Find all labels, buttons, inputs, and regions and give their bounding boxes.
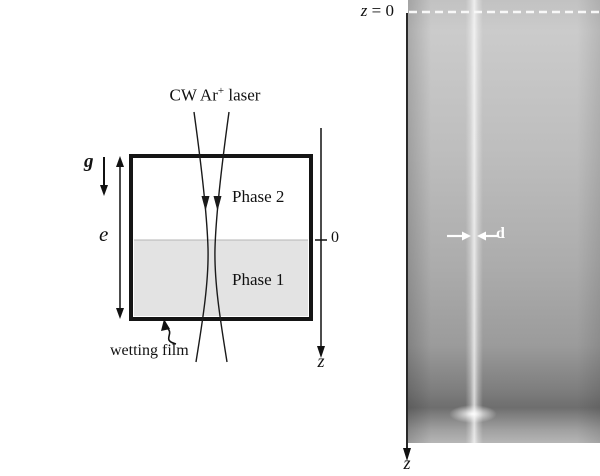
- interface-zero-label: 0: [331, 229, 339, 246]
- laser-beam-right-edge: [214, 111, 230, 363]
- beam-direction-arrow-right: [213, 196, 222, 211]
- laser-label: CW Ar+ laser: [130, 85, 300, 105]
- jet-photograph: [408, 0, 600, 443]
- photo-z-axis-arrow: [403, 448, 411, 461]
- wetting-film-pointer-arrow: [161, 319, 170, 331]
- photo-z-axis-label: z: [403, 453, 411, 473]
- photo-z-zero-label: z = 0: [328, 1, 394, 21]
- cell-thickness-label: e: [99, 222, 109, 246]
- laser-beam-left-edge: [193, 111, 209, 363]
- wetting-film-label: wetting film: [110, 342, 189, 359]
- schematic-z-axis-arrow: [317, 346, 325, 358]
- gravity-arrow-head: [100, 185, 108, 196]
- phase1-liquid-fill: [134, 240, 308, 316]
- phase2-label: Phase 2: [232, 187, 285, 206]
- photo-z-zero-eq: = 0: [367, 1, 394, 20]
- laser-label-prefix: CW Ar: [169, 85, 218, 105]
- phase1-label: Phase 1: [232, 270, 285, 289]
- photo-z-zero-var: z: [360, 1, 368, 20]
- schematic-z-axis-label: z: [317, 351, 325, 371]
- gravity-label: g: [84, 151, 94, 172]
- thickness-arrow-top: [116, 156, 124, 167]
- diameter-arrow-left-head: [462, 231, 471, 241]
- beam-direction-arrow-left: [201, 196, 210, 211]
- wetting-film-pointer-curve: [166, 327, 177, 345]
- diameter-arrow-right-head: [477, 231, 486, 241]
- laser-label-suffix: laser: [224, 85, 261, 105]
- thickness-arrow-bottom: [116, 308, 124, 319]
- laser-label-superscript: +: [217, 85, 225, 97]
- jet-diameter-label: d: [496, 225, 505, 242]
